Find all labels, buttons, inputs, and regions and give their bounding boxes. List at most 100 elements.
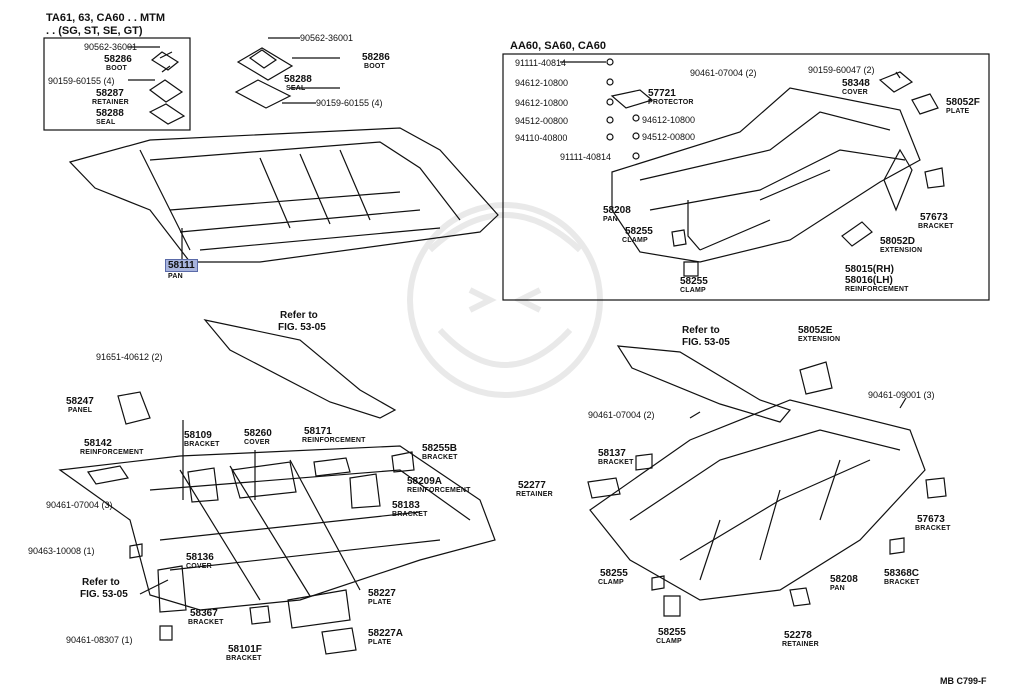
boot-small-top: [150, 51, 180, 71]
part-58367[interactable]: 58367: [190, 608, 218, 619]
part-90562-36001-b: 90562-36001: [300, 33, 354, 43]
part-90461-07004-a: 90461-07004 (2): [690, 68, 757, 78]
part-58227A[interactable]: 58227A: [368, 628, 404, 639]
part-58052F[interactable]: 58052F: [946, 97, 980, 108]
part-90562-36001-a: 90562-36001: [84, 42, 138, 52]
part-58111-highlight[interactable]: 58111: [165, 259, 198, 272]
part-58137[interactable]: 58137: [598, 448, 626, 459]
part-58208-b-desc: PAN: [830, 585, 845, 592]
part-94110-40800: 94110-40800: [515, 133, 568, 143]
part-58101F-desc: BRACKET: [226, 655, 262, 662]
part-58183-desc: BRACKET: [392, 511, 428, 518]
part-58171[interactable]: 58171: [304, 426, 332, 437]
refer-fig-c[interactable]: FIG. 53-05: [80, 589, 128, 600]
part-58255-c[interactable]: 58255: [600, 568, 628, 579]
part-58255-c-desc: CLAMP: [598, 579, 624, 586]
part-57721[interactable]: 57721: [648, 88, 676, 99]
part-58260[interactable]: 58260: [244, 428, 272, 439]
part-58101F[interactable]: 58101F: [228, 644, 262, 655]
part-58208-b[interactable]: 58208: [830, 574, 858, 585]
part-58286-a[interactable]: 58286: [104, 54, 132, 65]
part-57721-desc: PROTECTOR: [648, 99, 694, 106]
part-58052D-desc: EXTENSION: [880, 247, 923, 254]
refer-to-b: Refer to: [682, 325, 720, 336]
part-58255-d-desc: CLAMP: [656, 638, 682, 645]
part-58348-desc: COVER: [842, 89, 868, 96]
part-58209A[interactable]: 58209A: [407, 476, 443, 487]
part-58288-b[interactable]: 58288: [284, 74, 312, 85]
part-58368C[interactable]: 58368C: [884, 568, 920, 579]
part-58367-desc: BRACKET: [188, 619, 224, 626]
part-58015[interactable]: 58015(RH): [845, 264, 894, 275]
part-57673-b[interactable]: 57673: [917, 514, 945, 525]
part-58260-desc: COVER: [244, 439, 270, 446]
part-58287[interactable]: 58287: [96, 88, 124, 99]
part-58052E[interactable]: 58052E: [798, 325, 833, 336]
inset-box-mtm: [43, 37, 191, 131]
part-94612-10800-a: 94612-10800: [515, 78, 569, 88]
part-58288-b-desc: SEAL: [286, 85, 306, 92]
part-58015-desc: REINFORCEMENT: [845, 286, 909, 293]
part-58016[interactable]: 58016(LH): [845, 275, 893, 286]
part-58255B[interactable]: 58255B: [422, 443, 458, 454]
part-58052D[interactable]: 58052D: [880, 236, 916, 247]
part-58255-b-desc: CLAMP: [680, 287, 706, 294]
part-58208-a-desc: PAN: [603, 216, 618, 223]
part-58052F-desc: PLATE: [946, 108, 970, 115]
part-90463-10008: 90463-10008 (1): [28, 546, 95, 556]
part-58183[interactable]: 58183: [392, 500, 420, 511]
part-91111-40814-b: 91111-40814: [560, 152, 612, 162]
floor-pan-lower-left: [58, 445, 496, 611]
header-aa60: AA60, SA60, CA60: [510, 40, 606, 52]
part-90461-09001: 90461-09001 (3): [868, 390, 935, 400]
refer-fig-b[interactable]: FIG. 53-05: [682, 337, 730, 348]
part-58286-b[interactable]: 58286: [362, 52, 390, 63]
part-58209A-desc: REINFORCEMENT: [407, 487, 471, 494]
part-58227A-desc: PLATE: [368, 639, 392, 646]
part-58227[interactable]: 58227: [368, 588, 396, 599]
part-58255-d[interactable]: 58255: [658, 627, 686, 638]
refer-fig-a[interactable]: FIG. 53-05: [278, 322, 326, 333]
part-57673-a[interactable]: 57673: [920, 212, 948, 223]
part-58171-desc: REINFORCEMENT: [302, 437, 366, 444]
part-58109-desc: BRACKET: [184, 441, 220, 448]
header-tmt: TA61, 63, CA60 . . MTM: [46, 12, 165, 24]
part-58255B-desc: BRACKET: [422, 454, 458, 461]
part-58136[interactable]: 58136: [186, 552, 214, 563]
part-58288-a[interactable]: 58288: [96, 108, 124, 119]
part-58227-desc: PLATE: [368, 599, 392, 606]
inset-box-aa60: [502, 53, 990, 301]
part-90461-07004-b: 90461-07004 (3): [46, 500, 113, 510]
part-58111[interactable]: 58111: [165, 259, 198, 272]
part-58348[interactable]: 58348: [842, 78, 870, 89]
part-58137-desc: BRACKET: [598, 459, 634, 466]
part-58109[interactable]: 58109: [184, 430, 212, 441]
part-58255-a[interactable]: 58255: [625, 226, 653, 237]
part-58287-desc: RETAINER: [92, 99, 129, 106]
refer-to-c: Refer to: [82, 577, 120, 588]
part-58247[interactable]: 58247: [66, 396, 94, 407]
floor-pan-lower-right: [589, 399, 926, 601]
part-52278[interactable]: 52278: [784, 630, 812, 641]
part-90461-07004-c: 90461-07004 (2): [588, 410, 655, 420]
part-58247-desc: PANEL: [68, 407, 93, 414]
part-91111-40814-a: 91111-40814: [515, 58, 567, 68]
part-58142[interactable]: 58142: [84, 438, 112, 449]
part-90159-60155-b: 90159-60155 (4): [316, 98, 383, 108]
member-refer-53-05-a: [203, 319, 397, 419]
part-58288-a-desc: SEAL: [96, 119, 116, 126]
part-58111-desc: PAN: [168, 273, 183, 280]
part-52277-desc: RETAINER: [516, 491, 553, 498]
boot-upper: [236, 47, 294, 81]
part-58286-a-desc: BOOT: [106, 65, 128, 72]
part-58255-a-desc: CLAMP: [622, 237, 648, 244]
part-94512-00800-b: 94512-00800: [642, 132, 696, 142]
part-58136-desc: COVER: [186, 563, 212, 570]
part-58255-b[interactable]: 58255: [680, 276, 708, 287]
part-57673-b-desc: BRACKET: [915, 525, 951, 532]
part-58208-a[interactable]: 58208: [603, 205, 631, 216]
part-58368C-desc: BRACKET: [884, 579, 920, 586]
part-90159-60155-a: 90159-60155 (4): [48, 76, 115, 86]
part-52277[interactable]: 52277: [518, 480, 546, 491]
